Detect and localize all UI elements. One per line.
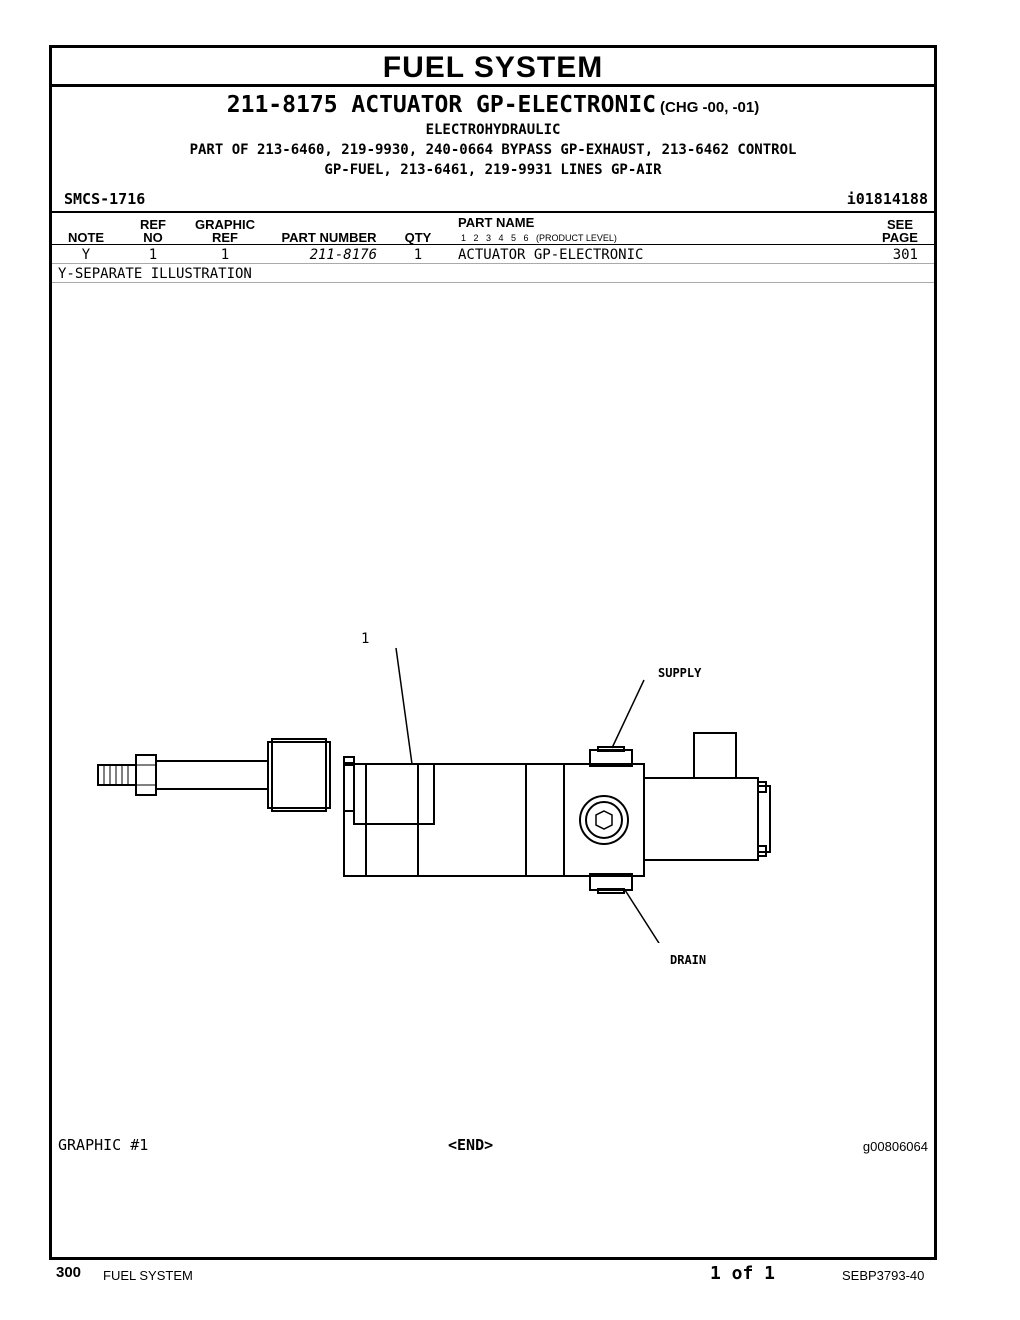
electrical-connector — [693, 732, 737, 779]
table-note: Y-SEPARATE ILLUSTRATION — [58, 266, 252, 282]
callout-leader-1 — [395, 647, 413, 765]
header-note: NOTE — [67, 230, 105, 245]
note-rule — [52, 282, 934, 283]
hex-nut — [135, 754, 157, 796]
footer-page-number: 300 — [56, 1264, 82, 1281]
drain-label: DRAIN — [670, 953, 707, 967]
valve-block — [563, 763, 645, 877]
drain-leader — [624, 889, 660, 943]
group-title: 211-8175 ACTUATOR GP-ELECTRONIC (CHG -00… — [52, 92, 934, 118]
row-rule — [52, 263, 934, 264]
row-ref-no: 1 — [148, 247, 158, 263]
header-see-page-2: PAGE — [882, 230, 918, 245]
footer-doc-id: SEBP3793-40 — [842, 1268, 925, 1283]
row-part-number: 211-8176 — [309, 247, 377, 263]
group-subtitle: ELECTROHYDRAULIC — [425, 122, 561, 138]
graphic-label: GRAPHIC #1 — [58, 1136, 149, 1154]
end-marker: <END> — [448, 1136, 494, 1154]
row-graphic-ref: 1 — [220, 247, 230, 263]
header-see-page-1: SEE — [886, 217, 913, 232]
page-title: FUEL SYSTEM — [52, 48, 934, 87]
footer-section: FUEL SYSTEM — [103, 1268, 193, 1283]
solenoid — [643, 777, 759, 861]
smcs-code: SMCS-1716 — [64, 190, 146, 208]
header-graphic-ref-2: REF — [212, 230, 238, 245]
change-level: (CHG -00, -01) — [660, 99, 760, 116]
row-part-name: ACTUATOR GP-ELECTRONIC — [458, 247, 644, 263]
row-note: Y — [81, 247, 91, 263]
footer-page-of: 1 of 1 — [710, 1263, 776, 1284]
shaft — [155, 760, 269, 790]
graphic-id: g00806064 — [862, 1139, 928, 1154]
header-graphic-ref-1: GRAPHIC — [195, 217, 255, 232]
callout-ref: 1 — [361, 631, 370, 647]
row-qty: 1 — [413, 247, 423, 263]
group-number-name: 211-8175 ACTUATOR GP-ELECTRONIC — [226, 92, 657, 118]
part-of-line-1: PART OF 213-6460, 219-9930, 240-0664 BYP… — [189, 142, 797, 158]
header-ref-no-2: NO — [143, 230, 163, 245]
part-of-line-2: GP-FUEL, 213-6461, 219-9931 LINES GP-AIR — [324, 162, 662, 178]
supply-leader — [611, 679, 645, 749]
header-ref-no-1: REF — [140, 217, 166, 232]
actuator-illustration — [97, 647, 771, 943]
table-top-rule — [52, 211, 934, 213]
row-see-page: 301 — [892, 247, 918, 263]
header-rule — [52, 244, 934, 245]
header-part-name: PART NAME — [458, 215, 535, 230]
info-id: i01814188 — [846, 190, 928, 208]
supply-label: SUPPLY — [658, 666, 702, 680]
header-product-level: 1 2 3 4 5 6 (PRODUCT LEVEL) — [461, 233, 617, 243]
collar — [267, 741, 331, 809]
header-qty: QTY — [404, 230, 432, 245]
header-part-number: PART NUMBER — [281, 230, 377, 245]
page-frame: FUEL SYSTEM 211-8175 ACTUATOR GP-ELECTRO… — [49, 45, 937, 1260]
